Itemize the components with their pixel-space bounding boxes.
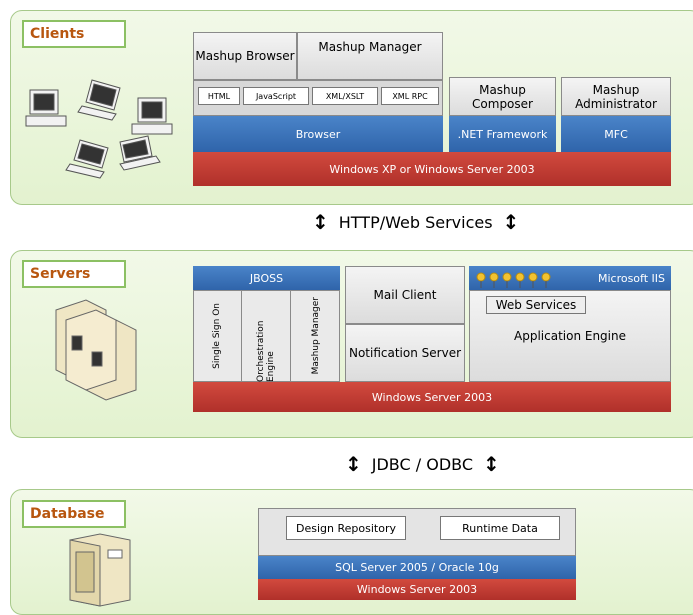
connector-jdbc: ↕ JDBC / ODBC ↕ (345, 452, 500, 476)
mashup-manager-box: Mashup Manager (297, 32, 443, 80)
server-towers-icon (55, 299, 137, 401)
double-arrow-icon: ↕ (345, 452, 362, 476)
double-arrow-icon: ↕ (312, 210, 329, 234)
client-computers-icon (25, 79, 173, 179)
mfc-box: MFC (561, 116, 671, 152)
iis-connectors-icon (476, 272, 551, 288)
web-services-box: Web Services (486, 296, 586, 314)
connector-http: ↕ HTTP/Web Services ↕ (312, 210, 519, 234)
orchestration-engine-label: Orchestration Engine (256, 320, 276, 382)
javascript-chip: JavaScript (243, 87, 309, 105)
mashup-manager-module-label: Mashup Manager (310, 297, 321, 375)
xml-rpc-chip: XML RPC (381, 87, 439, 105)
notification-server-box: Notification Server (345, 324, 465, 382)
mashup-browser-box: Mashup Browser (193, 32, 297, 80)
servers-label: Servers (22, 260, 126, 288)
database-os-box: Windows Server 2003 (258, 579, 576, 600)
http-label: HTTP/Web Services (338, 212, 493, 232)
sql-box: SQL Server 2005 / Oracle 10g (258, 556, 576, 579)
mashup-administrator-box: Mashup Administrator (561, 77, 671, 116)
double-arrow-icon: ↕ (483, 452, 500, 476)
mashup-manager-label: Mashup Manager (318, 40, 422, 54)
browser-box: Browser (193, 116, 443, 152)
database-server-icon (69, 533, 131, 607)
double-arrow-icon: ↕ (502, 210, 520, 234)
clients-label: Clients (22, 20, 126, 48)
single-sign-on-label: Single Sign On (212, 303, 222, 369)
clients-os-box: Windows XP or Windows Server 2003 (193, 152, 671, 186)
net-framework-box: .NET Framework (449, 116, 556, 152)
jboss-modules (193, 290, 340, 382)
microsoft-iis-label: Microsoft IIS (597, 271, 665, 285)
mail-client-box: Mail Client (345, 266, 465, 324)
microsoft-iis-box: Microsoft IIS (469, 266, 671, 290)
orchestration-engine-box: Orchestration Engine (242, 290, 291, 382)
servers-os-box: Windows Server 2003 (193, 382, 671, 412)
runtime-data-box: Runtime Data (440, 516, 560, 540)
mashup-manager-module-box: Mashup Manager (291, 290, 340, 382)
jboss-box: JBOSS (193, 266, 340, 290)
jdbc-label: JDBC / ODBC (371, 454, 474, 474)
mashup-composer-box: Mashup Composer (449, 77, 556, 116)
design-repository-box: Design Repository (286, 516, 406, 540)
html-chip: HTML (198, 87, 240, 105)
mashup-browser-label: Mashup Browser (195, 49, 295, 63)
xml-xslt-chip: XML/XSLT (312, 87, 378, 105)
database-label: Database (22, 500, 126, 528)
single-sign-on-box: Single Sign On (193, 290, 242, 382)
